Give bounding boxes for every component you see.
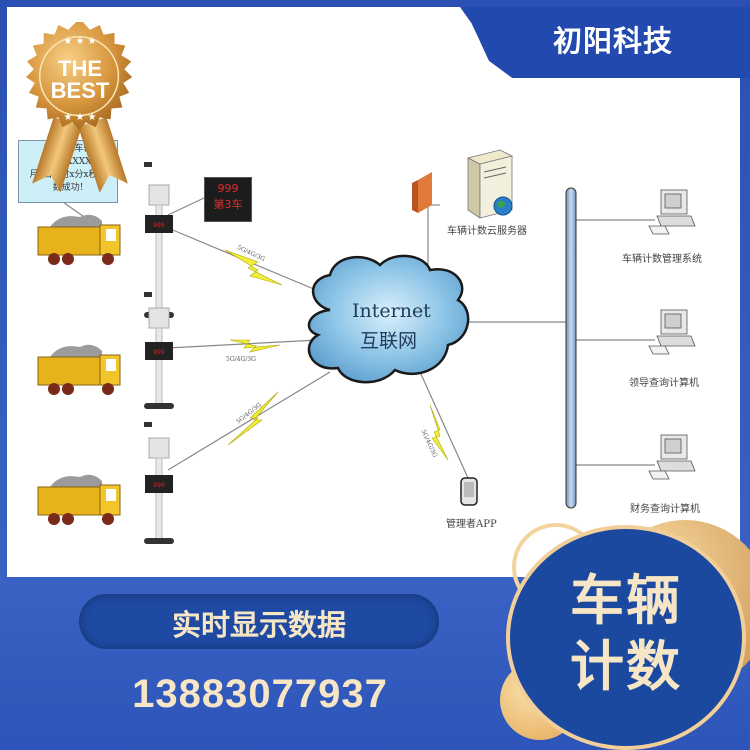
svg-text:999: 999 [153, 222, 165, 229]
computer-label-finance: 财务查询计算机 [630, 504, 700, 515]
vehicle-count-circle [506, 525, 746, 750]
realtime-data-label: 实时显示数据 [171, 608, 346, 642]
cloud-label-en: Internet [352, 300, 431, 322]
dump-trucks [37, 214, 121, 525]
cloud-icon [307, 254, 470, 384]
best-award-badge-icon [25, 22, 133, 131]
counting-poles: 999 999 999 [144, 162, 174, 544]
cloud-label-cn: 互联网 [360, 330, 418, 352]
callout-line: 月x日 x时x分x秒计 [29, 170, 107, 180]
vehicle-count-title: 车辆 计数 [546, 568, 706, 700]
network-diagram: 999 999 999 [37, 149, 696, 544]
app-label: 管理者APP [446, 519, 497, 530]
svg-text:999: 999 [153, 349, 165, 356]
computer-label-management: 车辆计数管理系统 [622, 254, 702, 265]
badge-text-line1: THE [58, 56, 102, 81]
svg-text:999: 999 [153, 482, 165, 489]
phone-number: 13883077937 [132, 672, 388, 716]
brand-name: 初阳科技 [552, 24, 673, 58]
network-label: 5G/4G/3G [226, 356, 256, 363]
computer-label-leader: 领导查询计算机 [629, 378, 699, 389]
network-backbone [565, 187, 577, 509]
realtime-data-pill [79, 594, 439, 649]
badge-stars-bottom: ★ ★ ★ [63, 112, 97, 123]
brand-tab [460, 7, 750, 78]
callout-line: 数成功! [52, 183, 84, 193]
computer-icons [648, 189, 696, 480]
led-count-value: 999 [217, 182, 239, 195]
led-vehicle-index: 第3车 [213, 198, 243, 211]
led-count-display: 999 第3车 [204, 177, 252, 222]
mobile-phone-icon [460, 477, 478, 506]
circle-title-line1: 车辆 [570, 569, 682, 632]
badge-stars-top: ★ ★ ★ [63, 36, 97, 47]
server-label: 车辆计数云服务器 [447, 226, 527, 237]
server-icon [466, 149, 514, 219]
badge-text-line2: BEST [50, 78, 110, 103]
firewall-icon [412, 172, 432, 213]
circle-title-line2: 计数 [570, 635, 682, 698]
